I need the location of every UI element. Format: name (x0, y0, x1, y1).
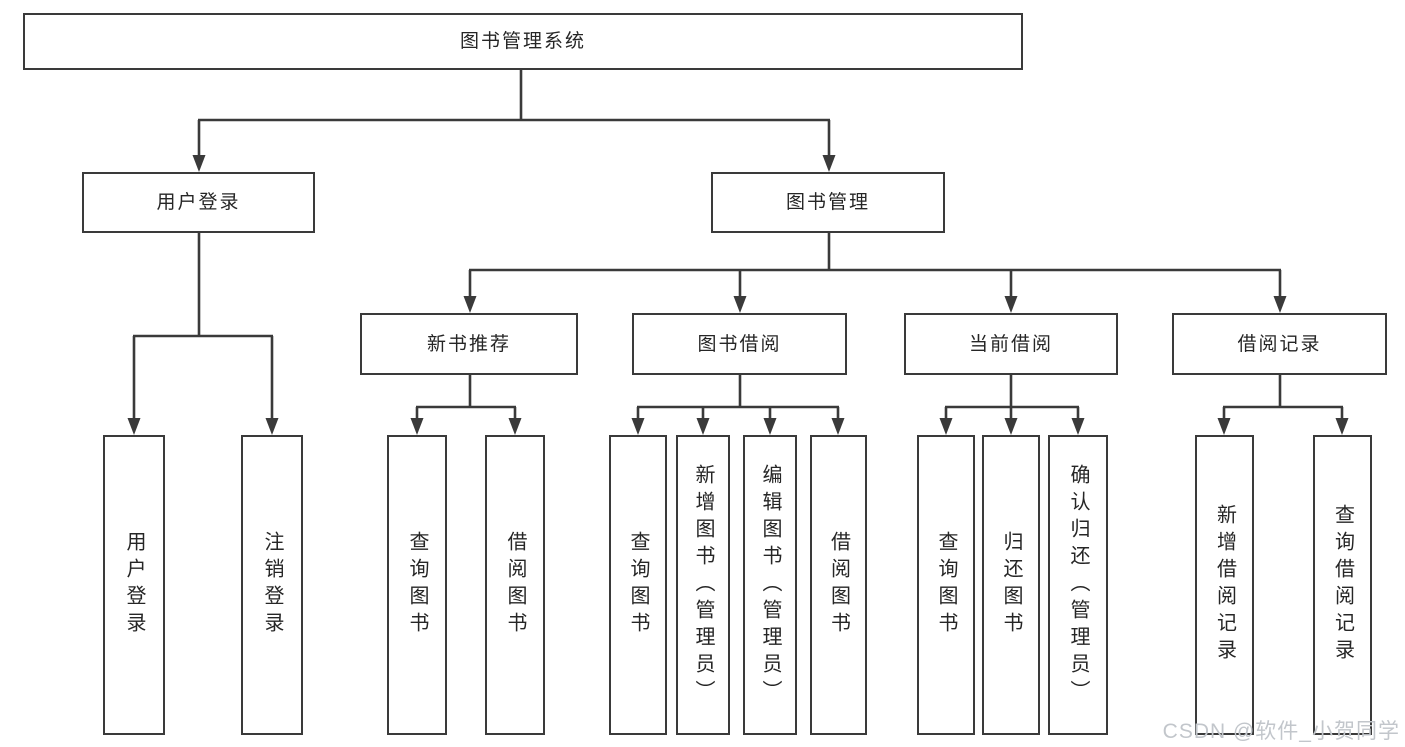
leaf-query-books-recommend: 查询图书 (387, 435, 447, 735)
node-root: 图书管理系统 (23, 13, 1023, 70)
leaf-add-borrow-record: 新增借阅记录 (1195, 435, 1254, 735)
leaf-confirm-return-admin: 确认归还（管理员） (1048, 435, 1108, 735)
leaf-logout: 注销登录 (241, 435, 303, 735)
node-book-management: 图书管理 (711, 172, 945, 233)
leaf-query-books-current: 查询图书 (917, 435, 975, 735)
leaf-edit-book-admin: 编辑图书（管理员） (743, 435, 797, 735)
leaf-borrow-books-borrow: 借阅图书 (810, 435, 867, 735)
leaf-query-borrow-record: 查询借阅记录 (1313, 435, 1372, 735)
leaf-borrow-books-recommend: 借阅图书 (485, 435, 545, 735)
node-book-borrow: 图书借阅 (632, 313, 847, 375)
leaf-user-login: 用户登录 (103, 435, 165, 735)
node-current-borrow: 当前借阅 (904, 313, 1118, 375)
leaf-return-books: 归还图书 (982, 435, 1040, 735)
node-new-book-recommend: 新书推荐 (360, 313, 578, 375)
node-user-login: 用户登录 (82, 172, 315, 233)
leaf-query-books-borrow: 查询图书 (609, 435, 667, 735)
node-borrow-records: 借阅记录 (1172, 313, 1387, 375)
csdn-watermark: CSDN @软件_小贺同学 (1162, 720, 1400, 743)
leaf-add-book-admin: 新增图书（管理员） (676, 435, 730, 735)
